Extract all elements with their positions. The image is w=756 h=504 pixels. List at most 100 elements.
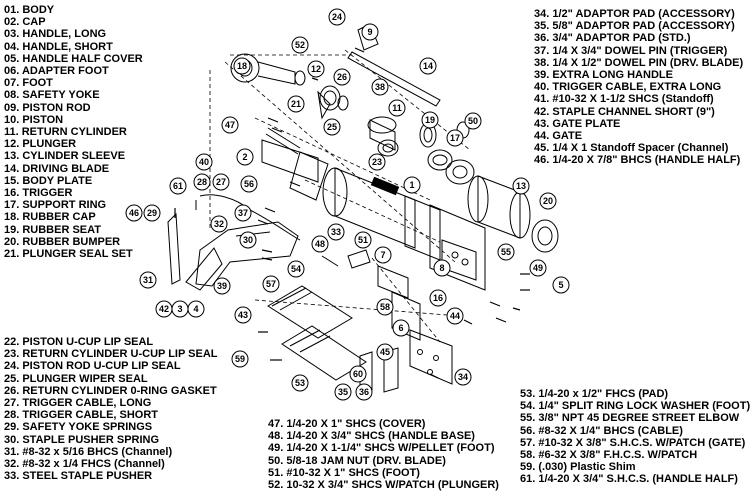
- callout-45: 45: [376, 343, 394, 361]
- svg-text:37: 37: [238, 208, 248, 218]
- svg-text:24: 24: [332, 12, 342, 22]
- svg-text:60: 60: [353, 369, 363, 379]
- svg-text:40: 40: [199, 157, 209, 167]
- parts-list-22-33: 22. PISTON U-CUP LIP SEAL 23. RETURN CYL…: [4, 336, 218, 482]
- callout-21: 21: [287, 95, 305, 113]
- callout-19: 19: [421, 111, 439, 129]
- svg-text:21: 21: [291, 99, 301, 109]
- svg-text:5: 5: [558, 280, 563, 290]
- callout-12: 12: [307, 60, 325, 78]
- svg-text:3: 3: [177, 304, 182, 314]
- parts-list-34-46: 34. 1/2" ADAPTOR PAD (ACCESSORY) 35. 5/8…: [534, 8, 743, 167]
- part-item: 50. 5/8-18 JAM NUT (DRV. BLADE): [268, 454, 446, 467]
- svg-text:52: 52: [295, 40, 305, 50]
- staple-channel: [267, 285, 367, 381]
- part-item: 17. SUPPORT RING: [4, 199, 107, 212]
- callout-48: 48: [311, 235, 329, 253]
- callout-8: 8: [433, 259, 451, 277]
- part-item: 09. PISTON ROD: [4, 101, 91, 114]
- svg-text:29: 29: [147, 208, 157, 218]
- callout-58: 58: [376, 298, 394, 316]
- callout-50: 50: [464, 112, 482, 130]
- piston-rod: [265, 127, 301, 155]
- callout-14: 14: [419, 57, 437, 75]
- svg-text:49: 49: [533, 263, 543, 273]
- svg-text:46: 46: [129, 208, 139, 218]
- part-item: 28. TRIGGER CABLE, SHORT: [4, 409, 159, 422]
- cap: [261, 139, 329, 201]
- svg-text:55: 55: [501, 247, 511, 257]
- part-item: 24. PISTON ROD U-CUP LIP SEAL: [4, 360, 181, 373]
- callout-20: 20: [539, 192, 557, 210]
- part-item: 22. PISTON U-CUP LIP SEAL: [4, 336, 154, 348]
- callout-17: 17: [446, 129, 464, 147]
- return-cylinder-assembly: [367, 116, 559, 253]
- svg-text:59: 59: [235, 354, 245, 364]
- part-item: 43. GATE PLATE: [534, 117, 621, 130]
- callout-51: 51: [354, 231, 372, 249]
- svg-text:17: 17: [450, 133, 460, 143]
- parts-list-1-21: 01. BODY 02. CAP 03. HANDLE, LONG 04. HA…: [4, 4, 143, 260]
- handle-assembly: [167, 212, 299, 291]
- part-item: 59. (.030) Plastic Shim: [520, 461, 636, 474]
- svg-text:23: 23: [372, 157, 382, 167]
- part-item: 38. 1/4 X 1/2" DOWEL PIN (DRV. BLADE): [534, 56, 744, 69]
- svg-text:26: 26: [337, 72, 347, 82]
- callout-47: 47: [221, 116, 239, 134]
- svg-text:20: 20: [543, 196, 553, 206]
- callout-54: 54: [287, 260, 305, 278]
- callout-27: 27: [212, 173, 230, 191]
- part-item: 36. 3/4" ADAPTOR PAD (STD.): [534, 32, 691, 45]
- svg-text:61: 61: [173, 181, 183, 191]
- part-item: 37. 1/4 X 3/4" DOWEL PIN (TRIGGER): [534, 44, 728, 57]
- gate-assembly: [377, 265, 453, 385]
- callout-56: 56: [240, 175, 258, 193]
- part-item: 35. 5/8" ADAPTOR PAD (ACCESSORY): [534, 20, 735, 33]
- part-item: 46. 1/4-20 X 7/8" BHCS (HANDLE HALF): [534, 154, 741, 167]
- callout-18: 18: [233, 57, 251, 75]
- svg-text:4: 4: [193, 304, 198, 314]
- callout-1: 1: [403, 176, 421, 194]
- svg-text:16: 16: [433, 293, 443, 303]
- part-item: 12. PLUNGER: [4, 138, 77, 151]
- callout-38: 38: [371, 78, 389, 96]
- callout-42: 42: [155, 300, 173, 318]
- part-item: 54. 1/4" SPLIT RING LOCK WASHER (FOOT): [520, 400, 751, 413]
- part-item: 47. 1/4-20 X 1" SHCS (COVER): [268, 418, 426, 430]
- part-item: 45. 1/4 X 1 Standoff Spacer (Channel): [534, 142, 729, 155]
- svg-text:51: 51: [358, 235, 368, 245]
- svg-text:30: 30: [243, 235, 253, 245]
- callout-43: 43: [234, 306, 252, 324]
- callout-23: 23: [368, 153, 386, 171]
- callout-57: 57: [262, 275, 280, 293]
- svg-text:57: 57: [266, 279, 276, 289]
- svg-text:56: 56: [244, 179, 254, 189]
- svg-text:42: 42: [159, 304, 169, 314]
- callout-35: 35: [334, 383, 352, 401]
- svg-text:25: 25: [327, 122, 337, 132]
- svg-text:19: 19: [425, 115, 435, 125]
- part-item: 52. 10-32 X 3/4" SHCS W/PATCH (PLUNGER): [268, 479, 499, 492]
- svg-text:36: 36: [359, 387, 369, 397]
- callout-59: 59: [231, 350, 249, 368]
- svg-text:32: 32: [214, 219, 224, 229]
- callout-11: 11: [388, 99, 406, 117]
- part-item: 01. BODY: [4, 4, 55, 16]
- callout-30: 30: [239, 231, 257, 249]
- svg-text:18: 18: [237, 61, 247, 71]
- svg-text:33: 33: [331, 227, 341, 237]
- part-item: 15. BODY PLATE: [4, 174, 93, 187]
- part-item: 49. 1/4-20 X 1-1/4" SHCS W/PELLET (FOOT): [268, 442, 495, 455]
- svg-text:6: 6: [398, 323, 403, 333]
- part-item: 26. RETURN CYLINDER 0-RING GASKET: [4, 384, 217, 397]
- callout-6: 6: [392, 319, 410, 337]
- callout-29: 29: [143, 204, 161, 222]
- part-item: 57. #10-32 X 3/8" S.H.C.S. W/PATCH (GATE…: [520, 436, 746, 449]
- callout-13: 13: [512, 177, 530, 195]
- callout-49: 49: [529, 259, 547, 277]
- part-item: 56. #8-32 X 1/4" BHCS (CABLE): [520, 424, 683, 437]
- callout-25: 25: [323, 118, 341, 136]
- part-item: 40. TRIGGER CABLE, EXTRA LONG: [534, 81, 722, 94]
